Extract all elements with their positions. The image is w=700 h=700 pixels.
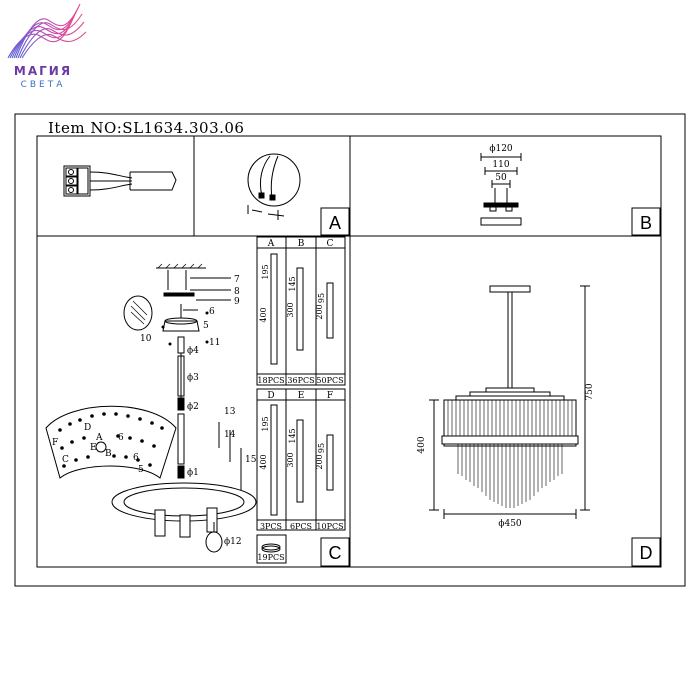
callout-13: 13 xyxy=(224,407,236,417)
panel-b-label: B xyxy=(640,213,652,233)
callout-10: 10 xyxy=(140,334,152,344)
part-d-count: 3PCS xyxy=(260,522,282,531)
callout-14: 14 xyxy=(224,430,236,440)
callout-5: 5 xyxy=(203,321,209,331)
ring-letter-e: E xyxy=(90,443,97,453)
callout-phi4: ϕ4 xyxy=(187,346,199,356)
ring-number-5: 5 xyxy=(138,465,144,475)
part-d-sub: 195 xyxy=(261,416,270,431)
crystal-strands xyxy=(447,400,573,508)
part-e-length: 300 xyxy=(286,452,295,467)
ring-number-6b: 6 xyxy=(133,453,139,463)
part-a-length: 400 xyxy=(259,307,268,322)
exploded-assembly xyxy=(45,263,257,553)
part-e-count: 6PCS xyxy=(290,522,312,531)
ring-letter-d: D xyxy=(84,423,91,433)
callout-7: 7 xyxy=(234,275,240,285)
callout-11: 11 xyxy=(209,338,220,348)
wire-connection-icon xyxy=(247,153,301,220)
dim-110: 110 xyxy=(492,160,509,170)
parts-table xyxy=(256,236,346,564)
dim-diameter-450: ϕ450 xyxy=(498,519,522,529)
part-c-count: 50PCS xyxy=(316,376,343,385)
dim-50: 50 xyxy=(495,173,507,183)
table-header-f: F xyxy=(327,391,333,401)
table-header-b: B xyxy=(298,239,305,249)
dim-height-750: 750 xyxy=(585,383,595,400)
dim-phi120: ϕ120 xyxy=(489,144,513,154)
table-header-e: E xyxy=(298,391,305,401)
logo-wave-icon xyxy=(7,3,87,59)
inner-frame xyxy=(36,135,662,568)
callout-phi12: ϕ12 xyxy=(224,537,242,547)
part-b-sub: 145 xyxy=(288,276,297,291)
part-f-sub: 95 xyxy=(317,443,326,453)
logo-title: МАГИЯ xyxy=(13,64,73,78)
callout-8: 8 xyxy=(234,287,240,297)
callout-phi3: ϕ3 xyxy=(187,373,199,383)
part-f-length: 200 xyxy=(315,454,324,469)
part-a-count: 18PCS xyxy=(257,376,284,385)
part-a-sub: 195 xyxy=(261,264,270,279)
callout-phi2: ϕ2 xyxy=(187,402,199,412)
item-number: Item NO:SL1634.303.06 xyxy=(48,119,245,137)
mounting-bracket-diagram xyxy=(480,153,522,226)
ring-letter-b: B xyxy=(105,449,112,459)
chandelier-elevation xyxy=(429,285,590,519)
part-b-length: 300 xyxy=(286,302,295,317)
drawing-frame xyxy=(14,113,686,587)
part-f-count: 10PCS xyxy=(316,522,343,531)
part-b-count: 36PCS xyxy=(287,376,314,385)
ring-letter-c: C xyxy=(62,455,69,465)
logo-subtitle: СВЕТА xyxy=(20,80,66,90)
part-e-sub: 145 xyxy=(288,428,297,443)
callout-15: 15 xyxy=(245,455,257,465)
ring-letter-a: A xyxy=(95,433,103,443)
disc-count: 19PCS xyxy=(257,553,284,562)
brand-logo xyxy=(0,0,90,100)
part-c-sub: 95 xyxy=(317,293,326,303)
table-header-d: D xyxy=(267,391,274,401)
callout-phi1: ϕ1 xyxy=(187,468,199,478)
table-header-a: A xyxy=(267,239,275,249)
callout-9: 9 xyxy=(234,297,240,307)
panel-d-label: D xyxy=(640,543,653,563)
ring-number-6a: 6 xyxy=(118,433,124,443)
terminal-block-icon xyxy=(63,165,177,197)
table-header-c: C xyxy=(327,239,334,249)
ring-letter-f: F xyxy=(52,438,58,448)
crystal-strand-row xyxy=(58,412,164,468)
callout-6: 6 xyxy=(209,307,215,317)
panel-c-label: C xyxy=(329,543,342,563)
panel-a-label: A xyxy=(329,213,341,233)
dim-shade-400: 400 xyxy=(417,436,427,453)
part-d-length: 400 xyxy=(259,454,268,469)
part-c-length: 200 xyxy=(315,304,324,319)
